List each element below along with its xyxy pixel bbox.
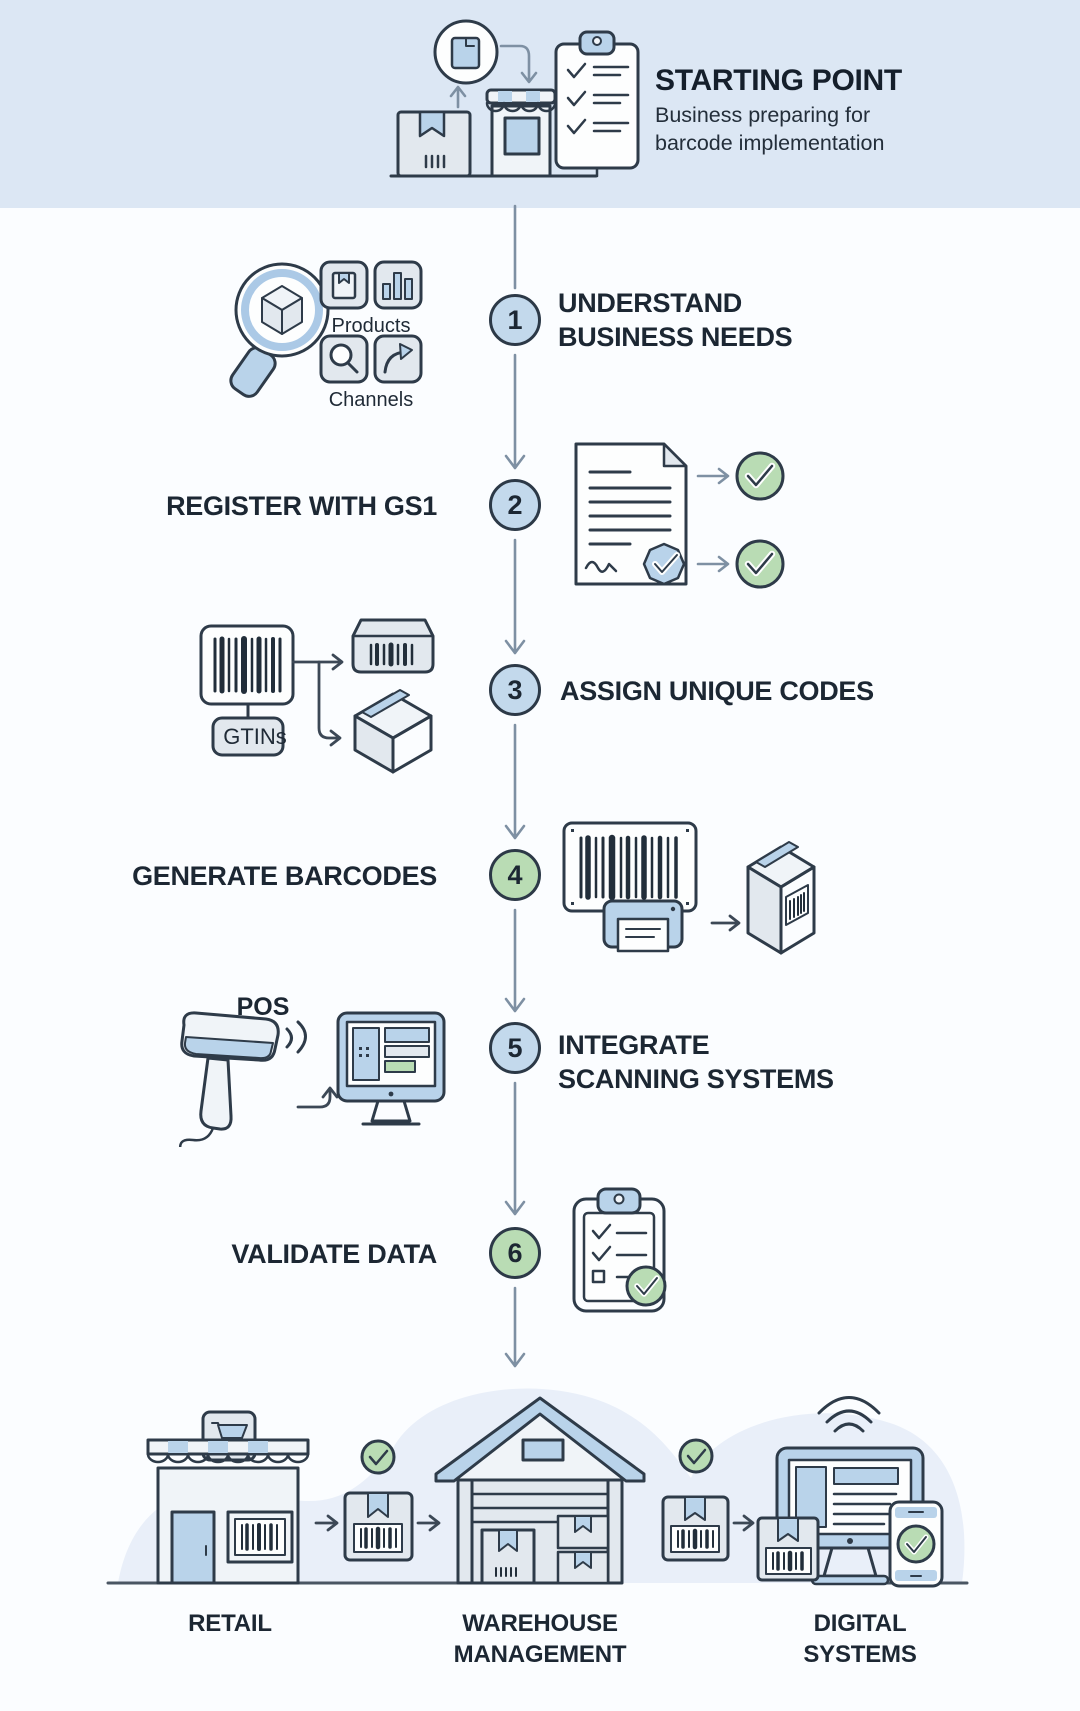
package-box-icon <box>396 110 472 178</box>
step-label-5: INTEGRATE SCANNING SYSTEMS <box>558 1030 834 1095</box>
step-label-1: UNDERSTAND BUSINESS NEEDS <box>558 288 793 353</box>
check-circle-icon <box>735 451 785 501</box>
pos-monitor-icon <box>336 1011 446 1126</box>
check-circle-icon <box>735 539 785 589</box>
channels-tile-share-icon <box>373 334 423 384</box>
step-circle-6: 6 <box>489 1227 541 1279</box>
arrow-right-icon <box>696 467 730 485</box>
channels-tile-search-icon <box>319 334 369 384</box>
barcode-scanner-icon <box>179 1011 307 1147</box>
carton-box-icon <box>353 689 433 774</box>
step-number-6: 6 <box>507 1237 523 1268</box>
printer-icon <box>602 899 684 953</box>
arrow-right-icon <box>710 914 741 932</box>
barcode-generation-illustration <box>562 821 816 955</box>
retail-store-icon <box>146 1410 310 1585</box>
barcode-sheet-icon <box>562 821 698 913</box>
arrow-elbow-icon <box>296 1086 339 1109</box>
page-title: STARTING POINT <box>655 64 902 97</box>
outcomes-illustration <box>106 1388 969 1588</box>
arrow-curved-down-icon <box>499 44 538 84</box>
warehouse-icon <box>434 1396 646 1585</box>
arrow-right-icon <box>696 555 730 573</box>
step-number-3: 3 <box>507 674 523 705</box>
barcoded-package-icon <box>756 1516 820 1582</box>
arrow-right-icon <box>416 1514 441 1532</box>
arrow-up-icon <box>449 85 467 109</box>
barcoded-package-icon <box>661 1495 730 1562</box>
gtins-pill <box>211 716 285 757</box>
step-number-5: 5 <box>507 1032 523 1063</box>
starting-point-illustration <box>389 19 640 178</box>
storefront-icon <box>485 88 557 178</box>
step-number-4: 4 <box>507 859 523 890</box>
magnifier-cube-icon <box>229 262 330 398</box>
check-circle-icon <box>678 1438 714 1474</box>
step-label-6: VALIDATE DATA <box>231 1239 437 1269</box>
checklist-clipboard-icon <box>554 30 640 178</box>
step-label-3: ASSIGN UNIQUE CODES <box>560 676 874 706</box>
gs1-registration-illustration <box>574 442 785 589</box>
barcode-card-icon <box>199 624 295 706</box>
step-circle-3: 3 <box>489 664 541 716</box>
outcome-label-digital: DIGITAL SYSTEMS <box>803 1610 917 1669</box>
step-label-4: GENERATE BARCODES <box>132 861 437 891</box>
arrow-split-bottom-icon <box>317 660 342 747</box>
step-number-1: 1 <box>507 304 523 335</box>
outcome-label-warehouse: WAREHOUSE MANAGEMENT <box>453 1610 627 1669</box>
step-circle-5: 5 <box>489 1022 541 1074</box>
smartphone-icon <box>888 1500 944 1588</box>
certified-seal-icon <box>642 542 686 586</box>
check-circle-icon <box>360 1439 396 1475</box>
gtin-assignment-illustration <box>199 618 435 774</box>
products-tile-package-icon <box>319 260 369 310</box>
business-needs-illustration <box>229 260 423 398</box>
gtins-label: GTINs <box>223 724 287 749</box>
arrow-right-icon <box>314 1514 339 1532</box>
step-circle-1: 1 <box>489 294 541 346</box>
products-label: Products <box>331 315 411 337</box>
scanning-integration-illustration <box>179 1011 446 1147</box>
step-circle-2: 2 <box>489 479 541 531</box>
page-subtitle: Business preparing for barcode implement… <box>655 103 885 155</box>
header-band: STARTING POINT Business preparing for ba… <box>0 0 1080 208</box>
wifi-icon <box>817 1396 881 1433</box>
outcome-label-retail: RETAIL <box>188 1610 272 1637</box>
check-circle-icon <box>625 1265 667 1307</box>
step-circle-4: 4 <box>489 849 541 901</box>
step-number-2: 2 <box>507 489 523 520</box>
arrow-right-icon <box>732 1514 755 1532</box>
step-label-2: REGISTER WITH GS1 <box>166 491 437 521</box>
labeled-carton-icon <box>746 841 816 955</box>
products-tile-chart-icon <box>373 260 423 310</box>
data-validation-illustration <box>572 1187 667 1313</box>
arrow-split-top-icon <box>291 653 344 671</box>
barcoded-package-icon <box>343 1491 414 1562</box>
pos-label: POS <box>236 993 290 1021</box>
labeled-product-icon <box>351 618 435 674</box>
product-circle-icon <box>433 19 499 85</box>
channels-label: Channels <box>328 389 414 411</box>
